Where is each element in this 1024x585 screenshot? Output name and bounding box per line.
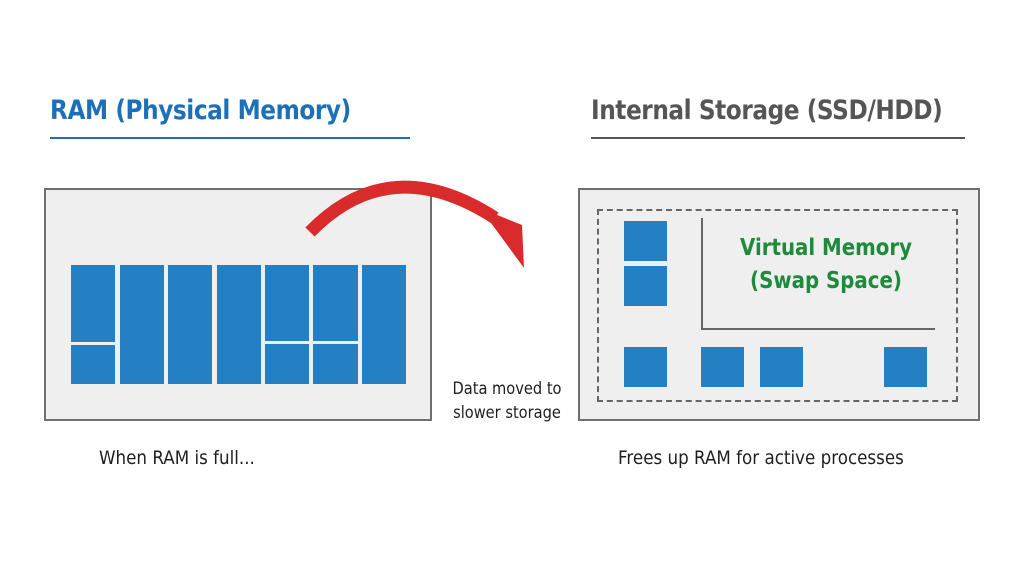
ram-block [71,345,115,384]
ram-block [168,265,212,384]
arrow-curve [305,180,499,237]
ram-block [313,344,358,384]
ram-block [71,265,115,342]
swapped-block [624,347,667,387]
swapped-block [701,347,744,387]
virtual-memory-line2: (Swap Space) [750,268,902,294]
ram-title: RAM (Physical Memory) [50,95,351,126]
ram-block [313,265,358,341]
swapped-block [760,347,803,387]
ram-block [120,265,164,384]
swap-space-boundary [597,209,958,402]
transfer-label-line2: slower storage [453,403,561,423]
storage-title: Internal Storage (SSD/HDD) [591,95,943,126]
ram-title-underline [50,137,410,139]
transfer-label-line1: Data moved to [452,379,562,399]
swapped-block [884,347,927,387]
transfer-label: Data moved to slower storage [432,377,582,425]
ram-block [362,265,406,384]
virtual-memory-region [701,218,935,330]
transfer-arrow-icon [305,180,524,268]
swapped-block [624,266,667,306]
ram-block [265,344,309,384]
ram-block [217,265,261,384]
storage-caption: Frees up RAM for active processes [618,447,904,469]
virtual-memory-label: Virtual Memory (Swap Space) [701,232,951,298]
arrow-head [480,208,524,268]
ram-block [265,265,309,341]
swapped-block [624,221,667,261]
ram-caption: When RAM is full... [99,447,255,469]
virtual-memory-line1: Virtual Memory [740,235,912,261]
storage-title-underline [591,137,965,139]
